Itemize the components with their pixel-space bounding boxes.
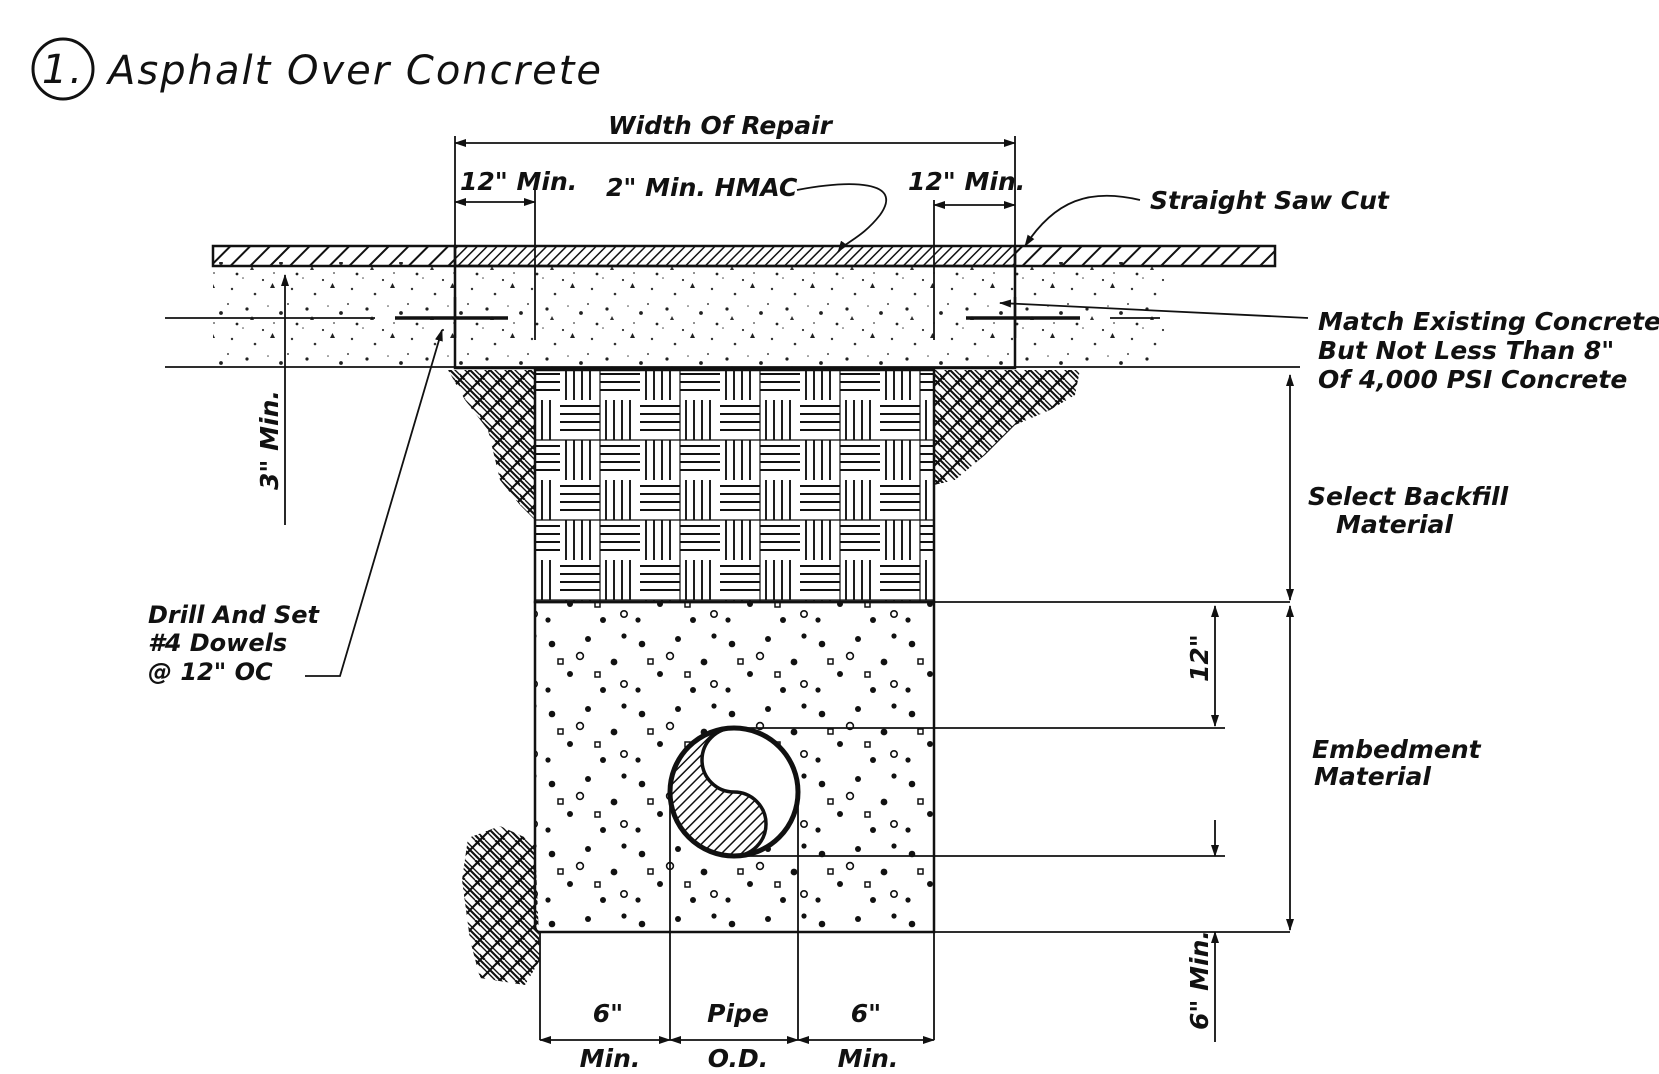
dowel-callout: Drill And Set #4 Dowels @ 12" OC (148, 329, 443, 686)
side-clearance-right-top: 6" (851, 999, 881, 1028)
side-clearance-left-bottom: Min. (580, 1044, 641, 1073)
pipe (667, 725, 801, 859)
embedment-dimension: Embedment Material (1286, 605, 1482, 931)
saw-cut-label: Straight Saw Cut (1150, 186, 1390, 215)
side-clearance-left-top: 6" (593, 999, 623, 1028)
pipe-od-top: Pipe (707, 999, 769, 1028)
trench-extension-lines (454, 136, 1290, 1040)
three-inch-min-dimension: 3" Min. (255, 274, 289, 525)
select-backfill-material (533, 368, 936, 604)
embedment-line2: Material (1314, 762, 1431, 791)
width-of-repair-dimension: Width Of Repair (454, 111, 1016, 147)
embedment-line1: Embedment (1312, 735, 1482, 764)
pipe-od-bottom: O.D. (708, 1044, 768, 1073)
existing-concrete-slab (213, 262, 1165, 366)
bedding-6-label: 6" Min. (1185, 930, 1214, 1030)
new-hmac-layer (453, 244, 1017, 268)
match-concrete-line2: But Not Less Than 8" (1318, 336, 1614, 365)
dowel-left (395, 297, 508, 338)
dowel-line1: Drill And Set (148, 601, 321, 629)
three-inch-min-label: 3" Min. (255, 390, 284, 490)
drawing-title: 1. Asphalt Over Concrete (31, 37, 603, 101)
overlap-right-label: 12" Min. (908, 167, 1025, 196)
detail-number-circle (31, 37, 95, 101)
saw-cut-callout: Straight Saw Cut (1024, 186, 1390, 247)
match-concrete-line3: Of 4,000 PSI Concrete (1318, 365, 1627, 394)
select-backfill-line1: Select Backfill (1308, 482, 1509, 511)
dowel-line3: @ 12" OC (148, 658, 273, 686)
width-of-repair-label: Width Of Repair (608, 111, 834, 140)
match-concrete-callout: Match Existing Concrete But Not Less Tha… (999, 299, 1659, 394)
cover-12-dimension: 12" (1185, 605, 1219, 727)
native-soil (448, 370, 1080, 985)
bottom-dimensions: 6" Min. Pipe O.D. 6" Min. (539, 999, 935, 1073)
reference-lines (165, 317, 1300, 368)
bedding-6-dimension: 6" Min. (1185, 820, 1219, 1042)
detail-title: Asphalt Over Concrete (105, 48, 603, 94)
match-concrete-line1: Match Existing Concrete (1318, 307, 1659, 336)
hmac-callout: 2" Min. HMAC (606, 173, 888, 253)
select-backfill-line2: Material (1336, 510, 1453, 539)
overlap-left-dimension: 12" Min. (454, 167, 577, 206)
dowel-line2: #4 Dowels (148, 629, 287, 657)
existing-asphalt-layer (211, 244, 1277, 268)
new-concrete-patch (453, 264, 1017, 370)
detail-number: 1. (42, 47, 84, 93)
select-backfill-dimension: Select Backfill Material (1286, 374, 1509, 601)
overlap-right-dimension: 12" Min. (908, 167, 1025, 209)
hmac-label: 2" Min. HMAC (606, 173, 798, 202)
side-clearance-right-bottom: Min. (838, 1044, 899, 1073)
overlap-left-label: 12" Min. (460, 167, 577, 196)
cover-12-label: 12" (1185, 634, 1214, 682)
